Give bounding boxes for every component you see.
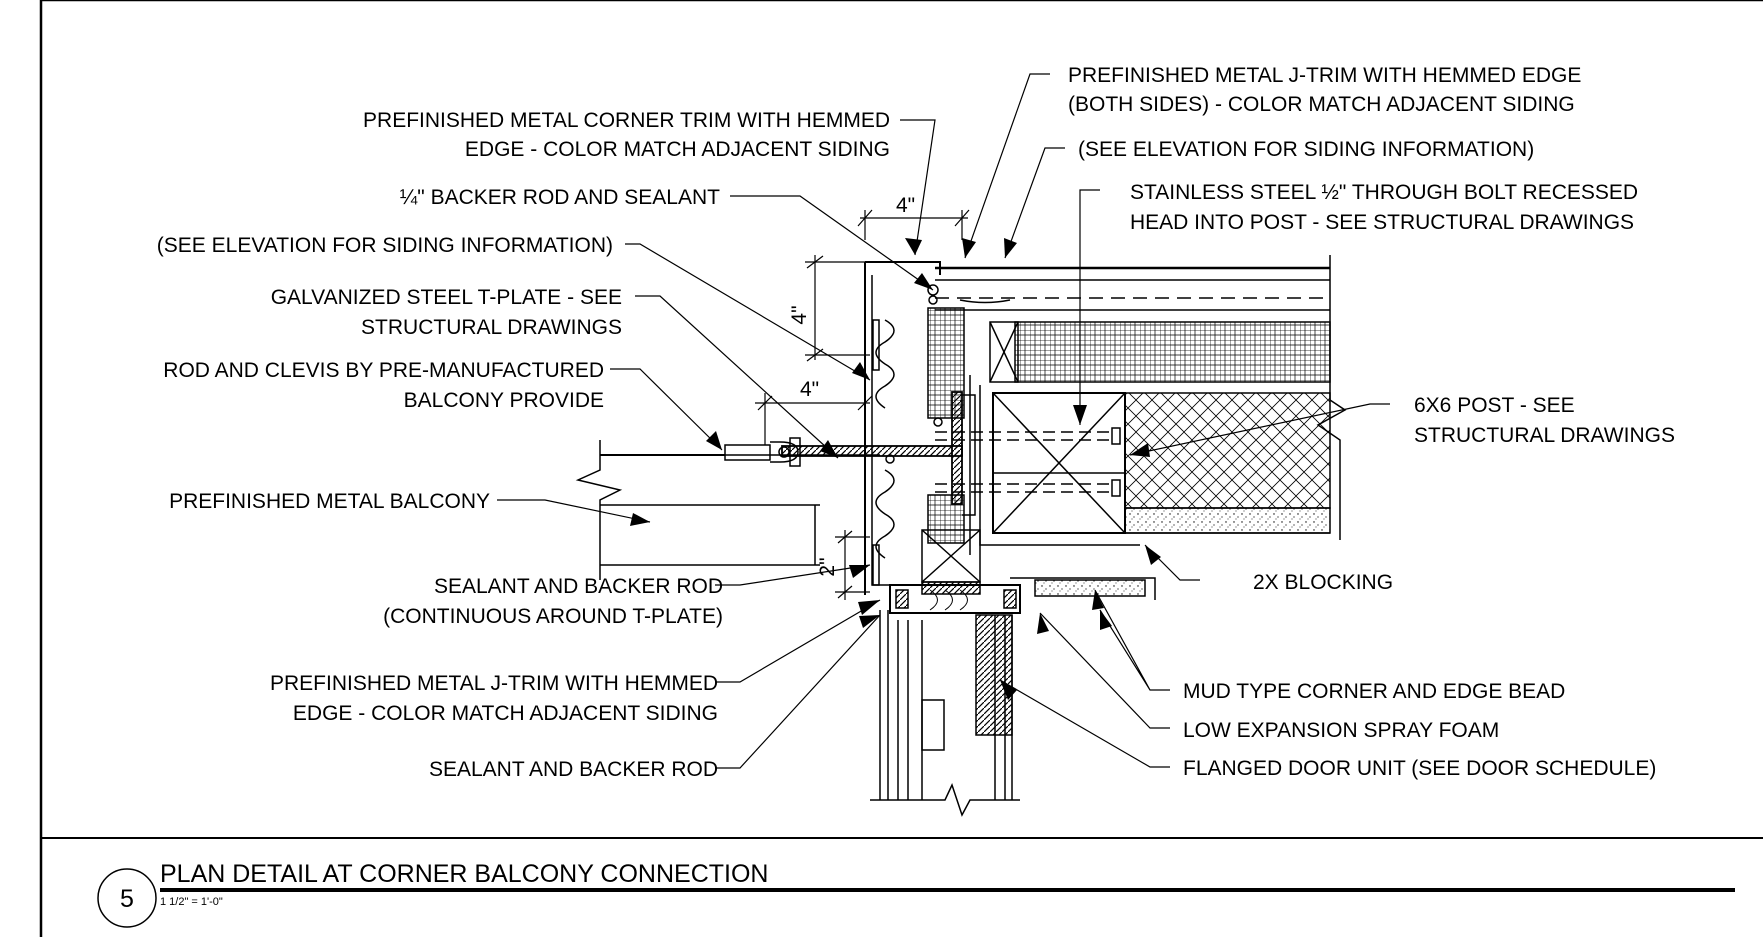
label-t-plate-line2: STRUCTURAL DRAWINGS [361,316,622,339]
label-j-trim-left-line1: PREFINISHED METAL J-TRIM WITH HEMMED [270,672,718,695]
leader-lines [497,73,1390,769]
label-rod-clevis-line2: BALCONY PROVIDE [404,389,604,412]
label-j-trim-left-line2: EDGE - COLOR MATCH ADJACENT SIDING [293,702,718,725]
label-backer-rod-top: ¼" BACKER ROD AND SEALANT [400,186,720,209]
label-corner-edge-bead: MUD TYPE CORNER AND EDGE BEAD [1183,680,1565,703]
dim-top: 4" [896,194,915,217]
dim-vertical: 4" [788,305,811,324]
detail-number-bubble [97,868,157,928]
label-2x-blocking: 2X BLOCKING [1253,571,1393,594]
dim-horizontal: 4" [800,378,819,401]
label-sealant-tplate-line1: SEALANT AND BACKER ROD [434,575,723,598]
label-through-bolt-line2: HEAD INTO POST - SEE STRUCTURAL DRAWINGS [1130,211,1634,234]
label-j-trim-right-line2: (BOTH SIDES) - COLOR MATCH ADJACENT SIDI… [1068,93,1575,116]
label-sealant-tplate-line2: (CONTINUOUS AROUND T-PLATE) [383,605,723,628]
detail-title: PLAN DETAIL AT CORNER BALCONY CONNECTION [160,860,768,888]
detail-scale: 1 1/2" = 1'-0" [160,896,223,908]
label-corner-trim-line2: EDGE - COLOR MATCH ADJACENT SIDING [465,138,890,161]
leader-arrows [630,238,1161,700]
label-rod-clevis-line1: ROD AND CLEVIS BY PRE-MANUFACTURED [163,359,604,382]
label-post-line1: 6X6 POST - SEE [1414,394,1575,417]
label-j-trim-right-line1: PREFINISHED METAL J-TRIM WITH HEMMED EDG… [1068,64,1581,87]
label-post-line2: STRUCTURAL DRAWINGS [1414,424,1675,447]
sheet-border [39,0,1763,937]
label-t-plate-line1: GALVANIZED STEEL T-PLATE - SEE [271,286,622,309]
label-see-elevation-left: (SEE ELEVATION FOR SIDING INFORMATION) [157,234,613,257]
label-spray-foam: LOW EXPANSION SPRAY FOAM [1183,719,1499,742]
label-corner-trim-line1: PREFINISHED METAL CORNER TRIM WITH HEMME… [363,109,890,132]
label-through-bolt-line1: STAINLESS STEEL ½" THROUGH BOLT RECESSED [1130,181,1638,204]
label-metal-balcony: PREFINISHED METAL BALCONY [169,490,490,513]
detail-number: 5 [120,885,134,913]
label-see-elevation-right: (SEE ELEVATION FOR SIDING INFORMATION) [1078,138,1534,161]
detail-geometry [575,255,1347,817]
dimension-lines [755,209,970,600]
label-flanged-door: FLANGED DOOR UNIT (SEE DOOR SCHEDULE) [1183,757,1656,780]
dim-bottom: 2" [816,557,839,576]
label-sealant-bottom: SEALANT AND BACKER ROD [429,758,718,781]
